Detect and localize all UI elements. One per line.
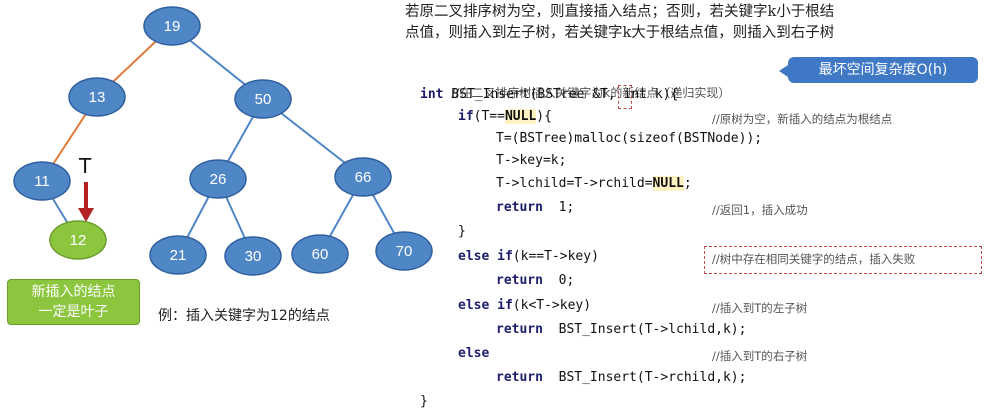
tree-node-30: 30 xyxy=(224,236,282,276)
tree-node-66: 66 xyxy=(334,157,392,197)
code-line-close-func: } xyxy=(420,394,428,409)
example-caption: 例：插入关键字为12的结点 xyxy=(158,308,330,324)
code-line-close-if: } xyxy=(458,224,466,239)
code-line-return-right: return BST_Insert(T->rchild,k); xyxy=(496,370,747,385)
tree-node-50: 50 xyxy=(234,79,292,119)
code-line-children-null: T->lchild=T->rchild=NULL; xyxy=(496,176,692,191)
tree-node-26: 26 xyxy=(189,159,247,199)
insert-fail-highlight xyxy=(704,246,982,274)
description-text: 若原二叉排序树为空，则直接插入结点；否则，若关键字k小于根结 点值，则插入到左子… xyxy=(405,2,980,44)
tree-node-60: 60 xyxy=(291,234,349,274)
code-comment-left: //插入到T的左子树 xyxy=(712,301,808,315)
svg-text:60: 60 xyxy=(312,246,329,263)
code-comment-success: //返回1，插入成功 xyxy=(712,203,808,217)
bst-diagram: 19 13 50 11 26 66 12 21 30 60 70 xyxy=(13,6,433,276)
code-comment-duplicate: //树中存在相同关键字的结点，插入失败 xyxy=(712,252,916,266)
code-line-if-null: if(T==NULL){ xyxy=(458,109,552,124)
code-line-key: T->key=k; xyxy=(496,153,567,168)
code-line-malloc: T=(BSTree)malloc(sizeof(BSTNode)); xyxy=(496,131,763,146)
svg-text:13: 13 xyxy=(89,89,106,106)
description-line-2: 点值，则插入到左子树，若关键字k大于根结点值，则插入到右子树 xyxy=(405,25,835,41)
callout-line-1: 新插入的结点 xyxy=(31,284,116,300)
pointer-label-t: T xyxy=(79,154,92,178)
pointer-arrow-head xyxy=(78,208,94,222)
svg-text:11: 11 xyxy=(34,173,50,190)
new-node-callout: 新插入的结点 一定是叶子 xyxy=(7,279,140,325)
svg-text:19: 19 xyxy=(164,18,181,35)
tree-node-12-new: 12 xyxy=(49,220,107,260)
code-line-return-1: return 1; xyxy=(496,200,575,215)
code-line-signature: int BST_Insert(BSTree &T, int k){ xyxy=(420,87,679,102)
ref-param-highlight xyxy=(618,85,632,109)
tree-node-19: 19 xyxy=(143,6,201,46)
tree-node-70: 70 xyxy=(375,231,433,271)
tree-node-13: 13 xyxy=(68,77,126,117)
space-complexity-note: 最坏空间复杂度O(h) xyxy=(779,57,978,83)
callout-line-2: 一定是叶子 xyxy=(38,304,109,320)
code-line-else: else xyxy=(458,346,490,361)
code-line-else-if-less: else if(k<T->key) xyxy=(458,298,592,313)
code-comment-title: //在二叉排序树插入关键字为k的新结点（递归实现） xyxy=(451,86,731,100)
svg-text:21: 21 xyxy=(170,247,187,264)
svg-text:66: 66 xyxy=(355,169,372,186)
svg-text:50: 50 xyxy=(255,91,272,108)
svg-text:26: 26 xyxy=(210,171,227,188)
tree-node-11: 11 xyxy=(13,161,71,201)
code-comment-empty-tree: //原树为空，新插入的结点为根结点 xyxy=(712,112,893,126)
svg-text:70: 70 xyxy=(396,243,413,260)
code-line-return-0: return 0; xyxy=(496,273,575,288)
code-line-return-left: return BST_Insert(T->lchild,k); xyxy=(496,322,747,337)
description-line-1: 若原二叉排序树为空，则直接插入结点；否则，若关键字k小于根结 xyxy=(405,4,835,20)
tree-node-21: 21 xyxy=(149,235,207,275)
svg-text:12: 12 xyxy=(70,232,87,249)
code-line-else-if-equal: else if(k==T->key) xyxy=(458,249,599,264)
svg-text:30: 30 xyxy=(245,248,262,265)
code-comment-right: //插入到T的右子树 xyxy=(712,349,808,363)
